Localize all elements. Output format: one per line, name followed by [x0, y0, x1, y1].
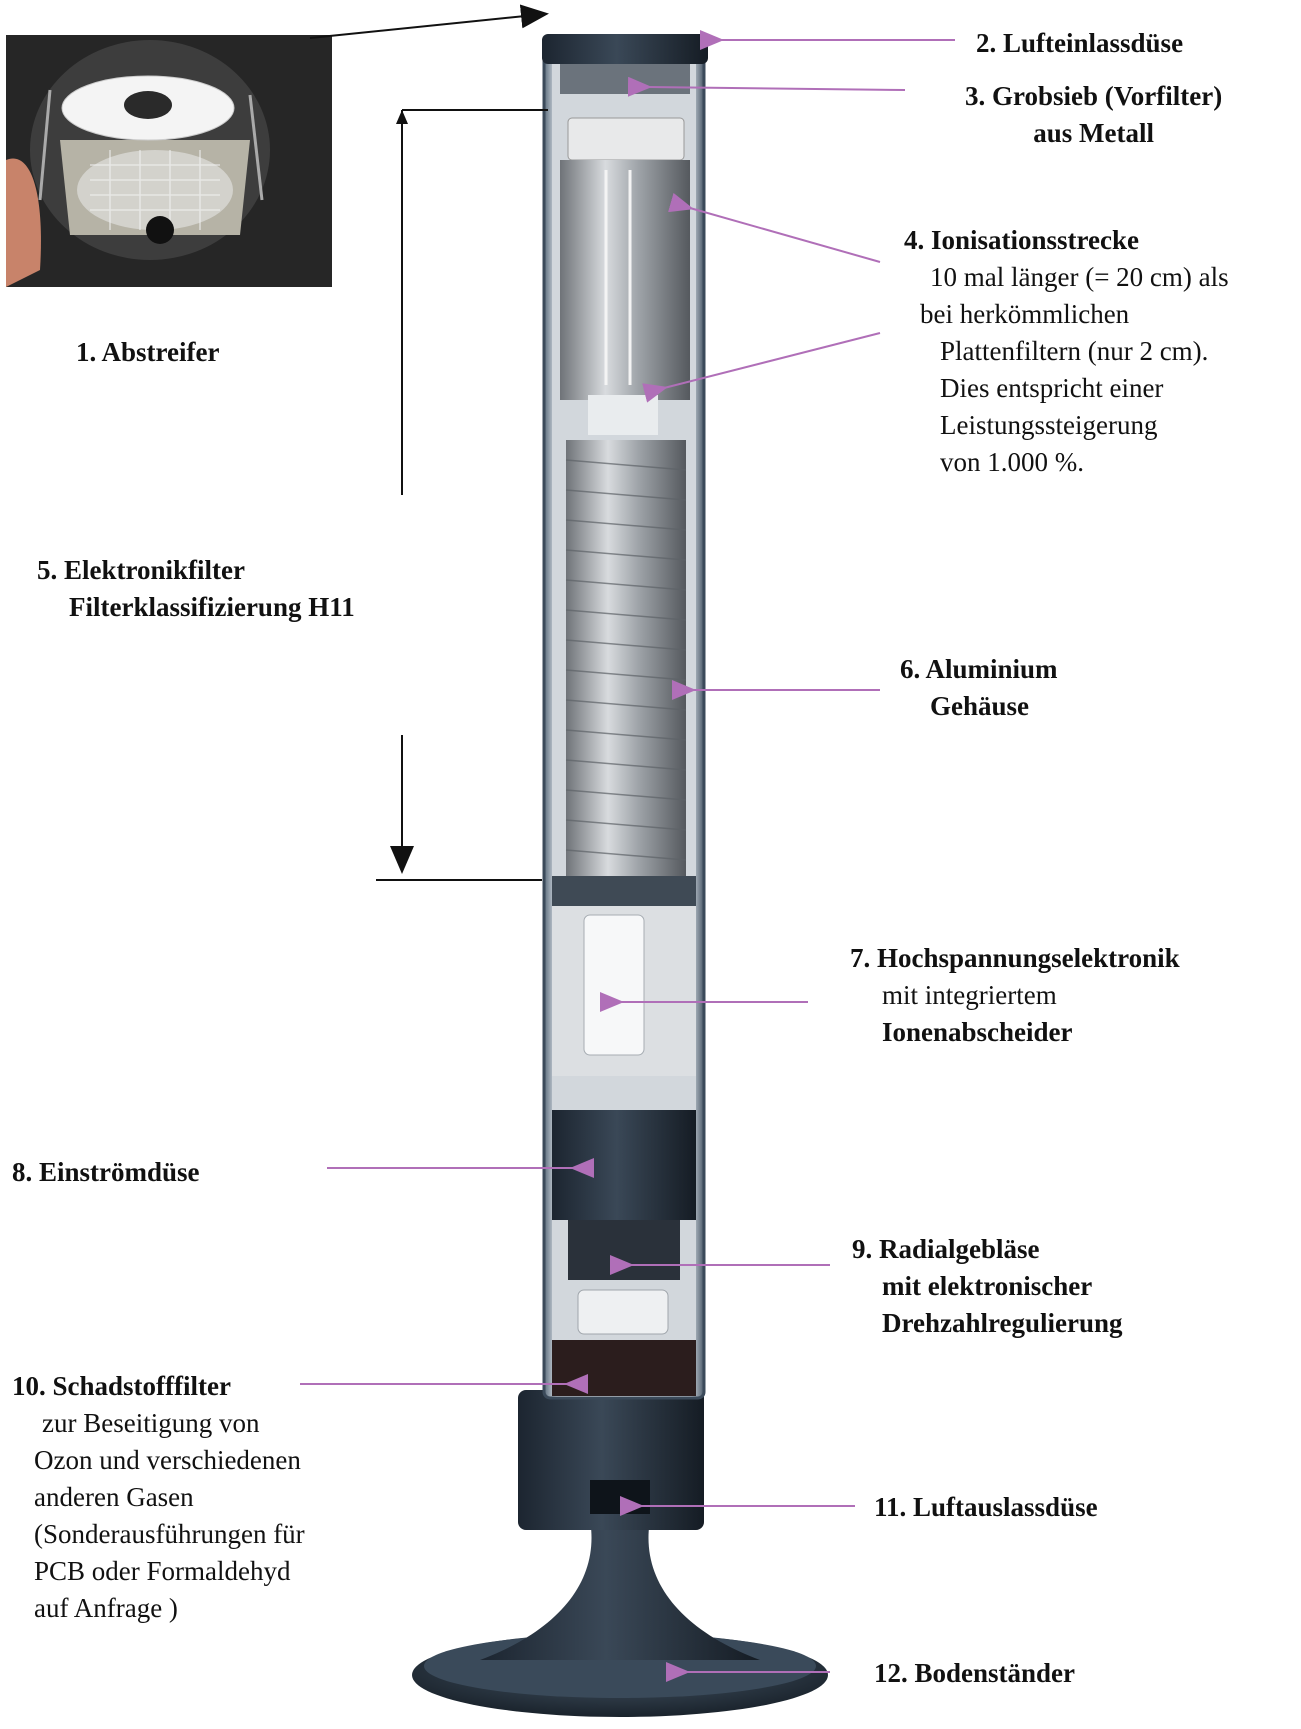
label-10-line: (Sonderausführungen für	[34, 1519, 305, 1549]
label-11-title: 11. Luftauslassdüse	[874, 1492, 1098, 1522]
label-10-line: auf Anfrage )	[34, 1593, 178, 1623]
label-1-title: 1. Abstreifer	[76, 337, 220, 367]
label-10-line: anderen Gasen	[34, 1482, 194, 1512]
label-10-title: 10. Schadstofffilter	[12, 1371, 231, 1401]
label-9-line2: mit elektronischer	[882, 1271, 1093, 1301]
leader-4a	[668, 192, 881, 263]
lower-housing	[518, 1390, 704, 1530]
label-6-line2: Gehäuse	[930, 691, 1030, 721]
label-4: 4. Ionisationsstrecke 10 mal länger (= 2…	[904, 222, 1229, 481]
label-4-title: 4. Ionisationsstrecke	[904, 225, 1140, 255]
label-4-line: Dies entspricht einer	[940, 373, 1164, 403]
aluminium-tube	[542, 34, 708, 1400]
label-4-line: Plattenfiltern (nur 2 cm).	[940, 336, 1209, 366]
base-stand	[412, 1520, 828, 1717]
inset-arrow	[309, 4, 549, 39]
label-5-line1: 5. Elektronikfilter	[37, 555, 245, 585]
label-6-line1: 6. Aluminium	[900, 654, 1058, 684]
label-10-line: Ozon und verschiedenen	[34, 1445, 301, 1475]
leader-lines	[300, 30, 955, 1682]
label-9-line1: 9. Radialgebläse	[852, 1234, 1040, 1264]
label-7-line2: mit integriertem	[882, 980, 1057, 1010]
leader-3	[627, 76, 906, 97]
label-7-line3: Ionenabscheider	[882, 1017, 1073, 1047]
coil-windings	[565, 459, 687, 861]
label-3-line2: aus Metall	[1033, 118, 1154, 148]
leader-4b	[642, 332, 881, 403]
label-10-line: PCB oder Formaldehyd	[34, 1556, 291, 1586]
photo-inset	[6, 35, 332, 287]
label-10: 10. Schadstofffilter zur Beseitigung von…	[12, 1368, 305, 1627]
label-4-line: bei herkömmlichen	[920, 299, 1130, 329]
label-12-title: 12. Bodenständer	[874, 1658, 1076, 1688]
label-10-line: zur Beseitigung von	[42, 1408, 260, 1438]
dimension-bracket	[376, 109, 548, 881]
label-4-line: von 1.000 %.	[940, 447, 1084, 477]
label-9: 9. Radialgebläse mit elektronischer Dreh…	[852, 1231, 1123, 1342]
label-7-title: 7. Hochspannungselektronik	[850, 943, 1180, 973]
label-2-title: 2. Lufteinlassdüse	[976, 28, 1184, 58]
label-3-line1: 3. Grobsieb (Vorfilter)	[965, 81, 1223, 111]
label-4-line: 10 mal länger (= 20 cm) als	[930, 262, 1229, 292]
label-9-line3: Drehzahlregulierung	[882, 1308, 1123, 1338]
label-5-line2: Filterklassifizierung H11	[69, 592, 355, 622]
label-7: 7. Hochspannungselektronik mit integrier…	[850, 940, 1180, 1051]
ionization-electrodes	[604, 170, 632, 385]
label-3: 3. Grobsieb (Vorfilter) aus Metall	[965, 78, 1222, 152]
label-8-title: 8. Einströmdüse	[12, 1157, 200, 1187]
label-6: 6. Aluminium Gehäuse	[900, 651, 1058, 725]
label-4-line: Leistungssteigerung	[940, 410, 1158, 440]
label-5: 5. Elektronikfilter Filterklassifizierun…	[37, 552, 355, 626]
